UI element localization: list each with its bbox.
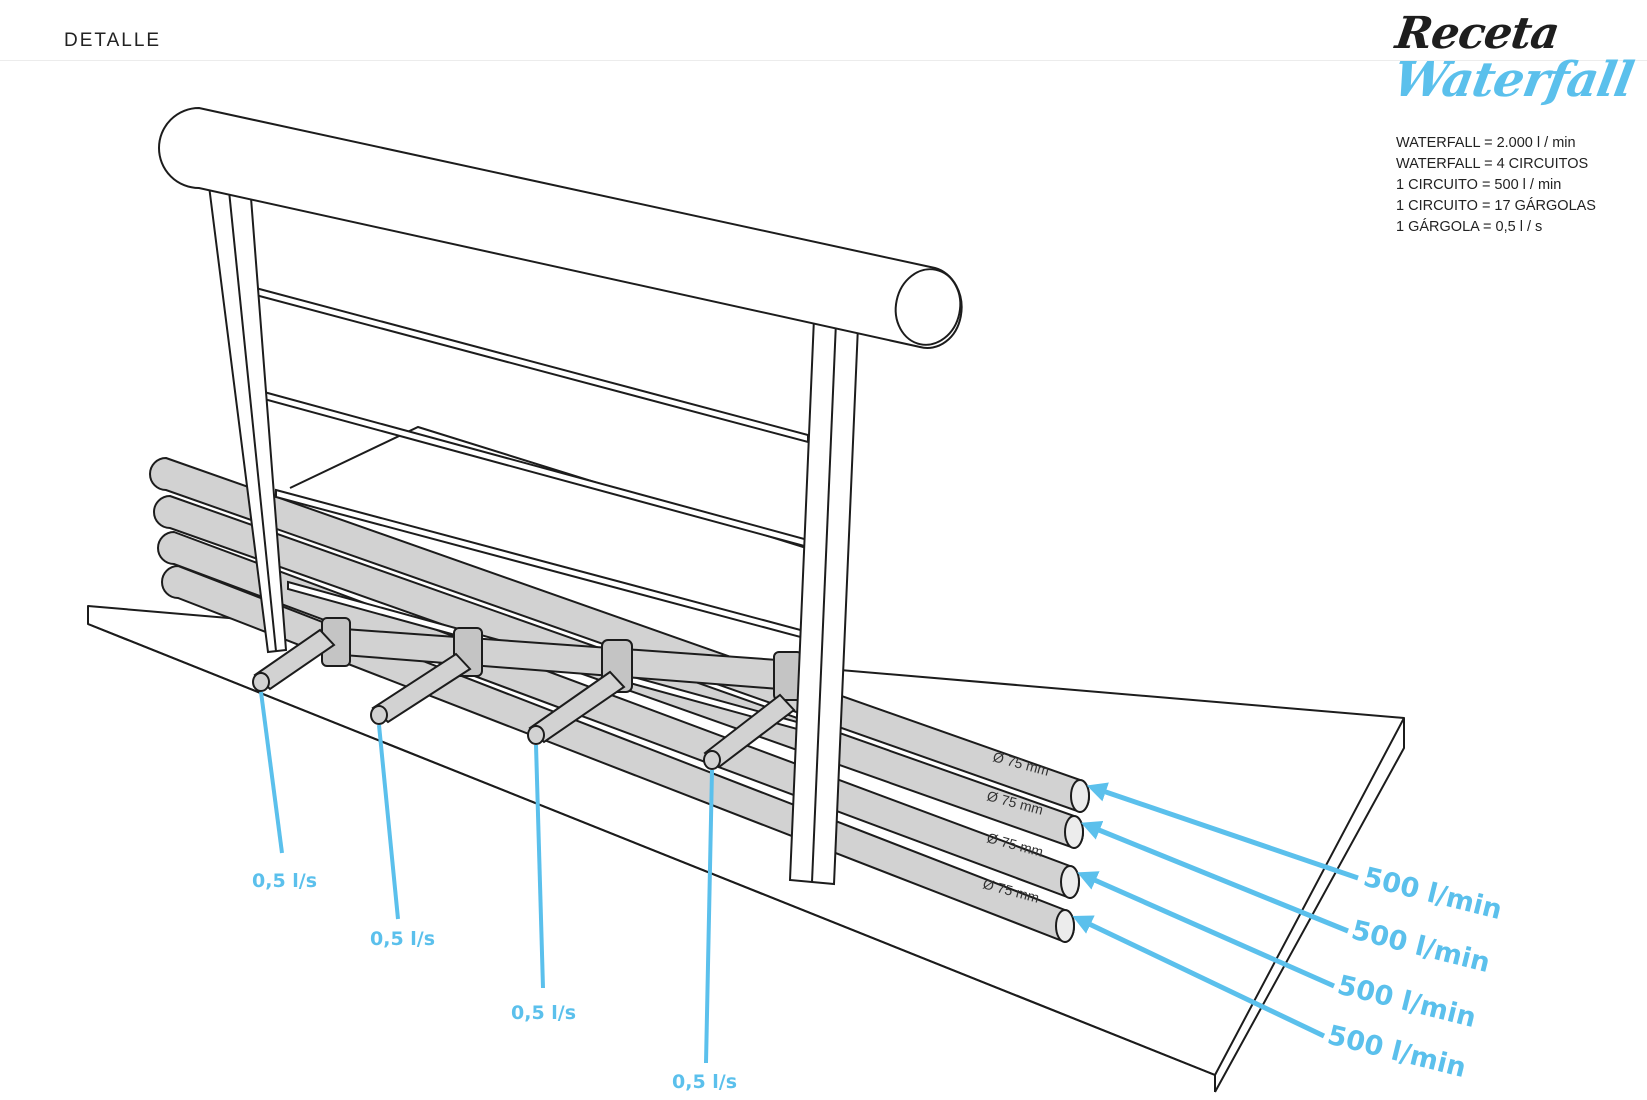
spec-line: 1 CIRCUITO = 500 l / min <box>1396 177 1562 193</box>
gargoyle-flow-lines <box>259 691 714 1064</box>
gargoyle-flow-label: 0,5 l/s <box>672 1071 737 1093</box>
railing-posts <box>206 176 860 886</box>
handrail <box>158 106 963 349</box>
spec-line: WATERFALL = 2.000 l / min <box>1396 135 1576 151</box>
circuit-flow-label: 500 l/min <box>1334 970 1479 1034</box>
spec-line: WATERFALL = 4 CIRCUITOS <box>1396 156 1589 172</box>
spec-line: 1 GÁRGOLA = 0,5 l / s <box>1396 219 1543 235</box>
gargoyle-flow-labels: 0,5 l/s 0,5 l/s 0,5 l/s 0,5 l/s <box>252 870 737 1093</box>
header-divider <box>0 60 1647 61</box>
page-title: DETALLE <box>64 30 162 51</box>
gargoyle-flow-label: 0,5 l/s <box>252 870 317 892</box>
specs-list: WATERFALL = 2.000 l / min WATERFALL = 4 … <box>1396 133 1596 238</box>
spec-line: 1 CIRCUITO = 17 GÁRGOLAS <box>1396 198 1596 214</box>
floor-slab <box>87 605 1405 1093</box>
gargoyle-flow-label: 0,5 l/s <box>511 1002 576 1024</box>
circuit-flow-label: 500 l/min <box>1348 915 1493 979</box>
circuit-flow-label: 500 l/min <box>1360 862 1505 926</box>
circuit-flow-labels: 500 l/min 500 l/min 500 l/min 500 l/min <box>1324 862 1505 1084</box>
gargoyle-spouts <box>252 628 796 770</box>
gargoyle-flow-label: 0,5 l/s <box>370 928 435 950</box>
circuit-flow-arrows <box>1072 782 1359 1039</box>
circuit-flow-label: 500 l/min <box>1324 1020 1469 1084</box>
